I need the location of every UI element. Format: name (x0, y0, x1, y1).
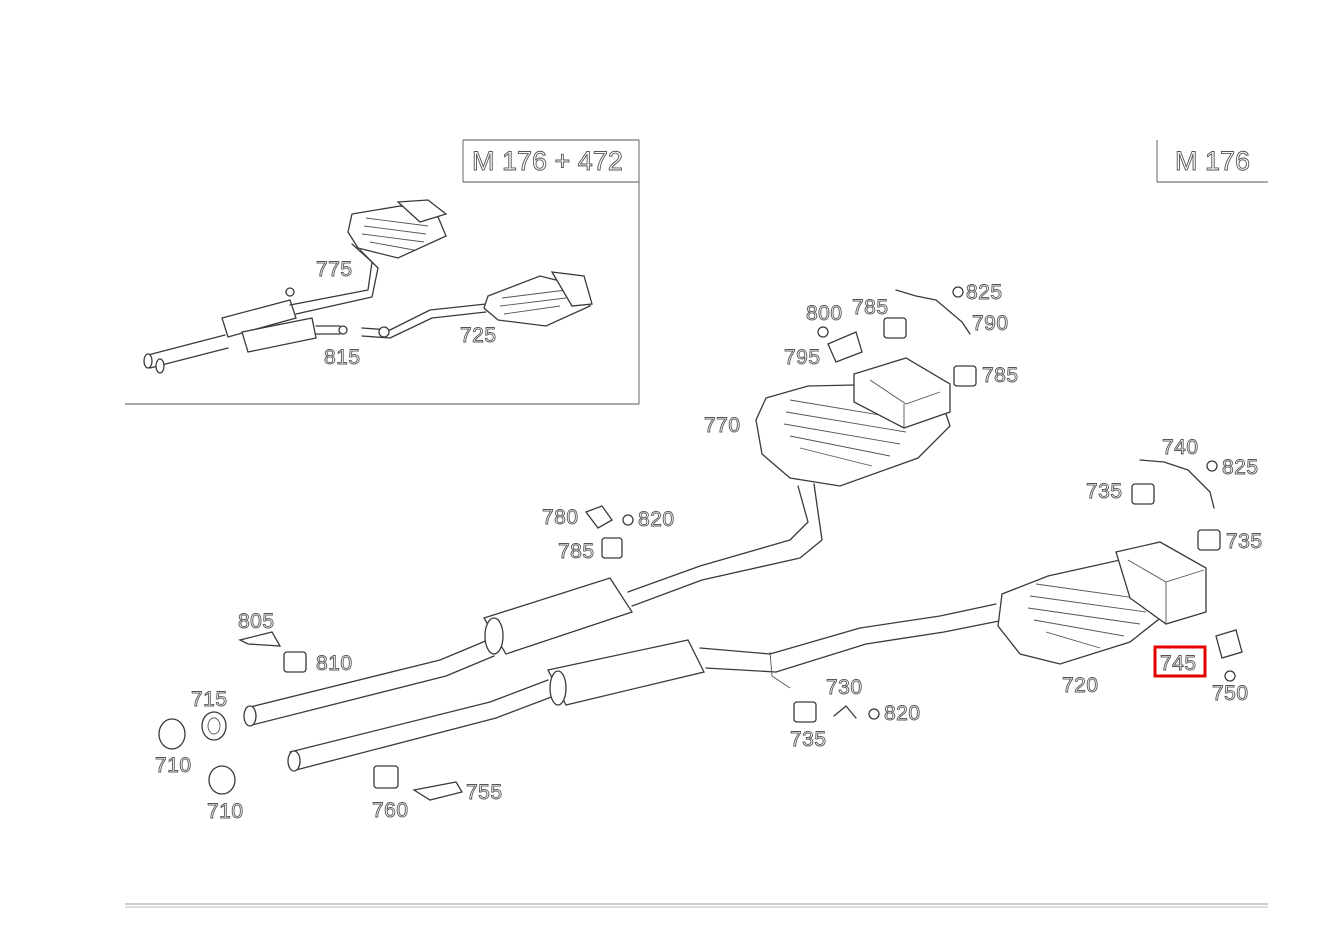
callout-735-top[interactable]: 735 (1086, 480, 1123, 504)
callout-820-low[interactable]: 820 (884, 702, 921, 726)
callout-770[interactable]: 770 (704, 414, 741, 438)
callout-740[interactable]: 740 (1162, 436, 1199, 460)
callout-710-a[interactable]: 710 (155, 754, 192, 778)
main-variant-label: M 176 (1175, 146, 1250, 176)
footer-rule (125, 903, 1268, 908)
callout-715[interactable]: 715 (191, 688, 228, 712)
callout-785-top[interactable]: 785 (852, 296, 889, 320)
inset-variant-label: M 176 + 472 (472, 146, 623, 176)
callout-805[interactable]: 805 (238, 610, 275, 634)
callout-710-b[interactable]: 710 (207, 800, 244, 824)
inset-frame (125, 139, 640, 405)
inset-exhaust-assembly (143, 199, 593, 374)
callout-735-right[interactable]: 735 (1226, 530, 1263, 554)
callout-785-right[interactable]: 785 (982, 364, 1019, 388)
callout-800[interactable]: 800 (806, 302, 843, 326)
callout-795[interactable]: 795 (784, 346, 821, 370)
callout-820-mid[interactable]: 820 (638, 508, 675, 532)
hangers-and-clamps (158, 286, 1243, 801)
callout-810[interactable]: 810 (316, 652, 353, 676)
selected-part-highlight (1153, 645, 1207, 678)
callout-730[interactable]: 730 (826, 676, 863, 700)
callout-750[interactable]: 750 (1212, 682, 1249, 706)
callout-825-right[interactable]: 825 (1222, 456, 1259, 480)
callout-720[interactable]: 720 (1062, 674, 1099, 698)
callout-labels: 775 725 815 800 785 825 790 795 785 770 … (155, 258, 1263, 824)
callout-inset-725[interactable]: 725 (460, 324, 497, 348)
main-rear-muffler (997, 541, 1207, 665)
callout-825-top[interactable]: 825 (966, 281, 1003, 305)
callout-745[interactable]: 745 (1160, 652, 1197, 676)
callout-790[interactable]: 790 (972, 312, 1009, 336)
callout-780[interactable]: 780 (542, 506, 579, 530)
main-variant-frame (1156, 140, 1268, 183)
callout-760[interactable]: 760 (372, 799, 409, 823)
callout-inset-775[interactable]: 775 (316, 258, 353, 282)
callout-785-mid[interactable]: 785 (558, 540, 595, 564)
callout-755[interactable]: 755 (466, 781, 503, 805)
callout-inset-815[interactable]: 815 (324, 346, 361, 370)
main-front-section (243, 483, 1005, 772)
callout-735-low[interactable]: 735 (790, 728, 827, 752)
main-center-muffler (755, 357, 951, 487)
